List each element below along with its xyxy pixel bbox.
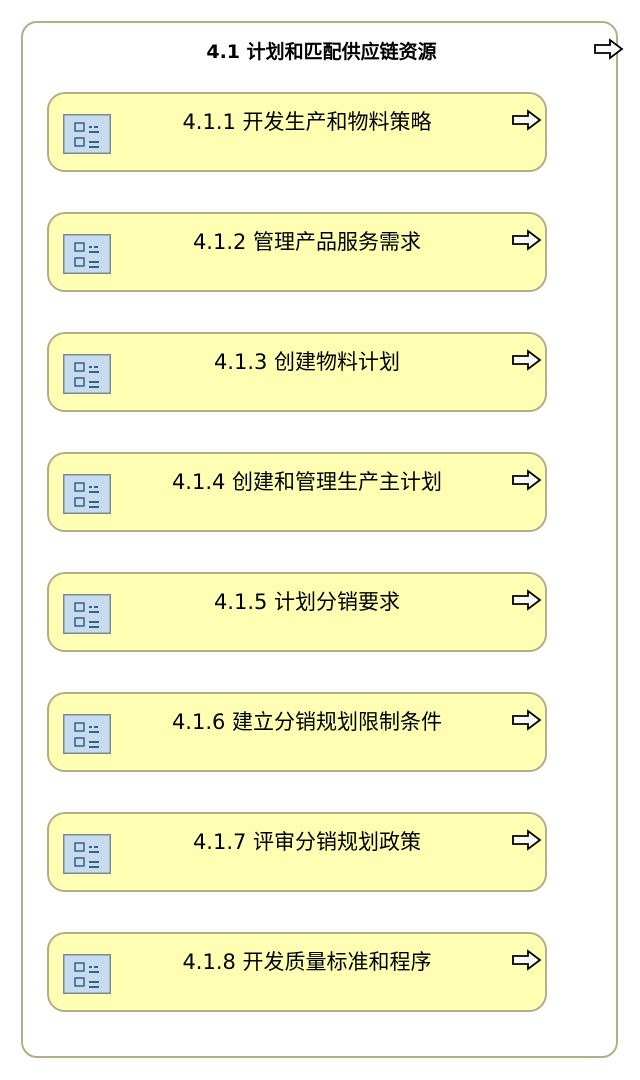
hollow-right-arrow-icon[interactable] [511, 349, 543, 371]
process-item[interactable]: 4.1.3 创建物料计划 [47, 332, 547, 412]
process-item-label: 4.1.2 管理产品服务需求 [192, 230, 422, 254]
hollow-right-arrow-icon[interactable] [511, 469, 543, 491]
process-list-icon [63, 594, 111, 634]
hollow-right-arrow-icon[interactable] [511, 589, 543, 611]
hollow-right-arrow-icon[interactable] [511, 109, 543, 131]
process-item-label: 4.1.4 创建和管理生产主计划 [171, 470, 443, 494]
process-item[interactable]: 4.1.1 开发生产和物料策略 [47, 92, 547, 172]
process-item-label: 4.1.5 计划分销要求 [213, 590, 401, 614]
process-item[interactable]: 4.1.8 开发质量标准和程序 [47, 932, 547, 1012]
process-group-container: 4.1 计划和匹配供应链资源 [21, 21, 624, 1058]
process-group-title: 4.1 计划和匹配供应链资源 [206, 41, 437, 63]
hollow-right-arrow-icon[interactable] [593, 38, 625, 60]
process-item[interactable]: 4.1.7 评审分销规划政策 [47, 812, 547, 892]
process-item[interactable]: 4.1.5 计划分销要求 [47, 572, 547, 652]
hollow-right-arrow-icon[interactable] [511, 229, 543, 251]
process-list-icon [63, 834, 111, 874]
process-item-label: 4.1.6 建立分销规划限制条件 [171, 710, 443, 734]
process-list-icon [63, 714, 111, 754]
process-list-icon [63, 354, 111, 394]
process-list-icon [63, 954, 111, 994]
hollow-right-arrow-icon[interactable] [511, 709, 543, 731]
hollow-right-arrow-icon[interactable] [511, 829, 543, 851]
process-item[interactable]: 4.1.4 创建和管理生产主计划 [47, 452, 547, 532]
process-item-label: 4.1.1 开发生产和物料策略 [182, 110, 432, 134]
process-list-icon [63, 474, 111, 514]
process-item-label: 4.1.3 创建物料计划 [213, 350, 401, 374]
hollow-right-arrow-icon[interactable] [511, 949, 543, 971]
process-item-label: 4.1.8 开发质量标准和程序 [182, 950, 432, 974]
process-list-icon [63, 114, 111, 154]
process-list-icon [63, 234, 111, 274]
process-item[interactable]: 4.1.6 建立分销规划限制条件 [47, 692, 547, 772]
process-item-label: 4.1.7 评审分销规划政策 [192, 830, 422, 854]
process-item[interactable]: 4.1.2 管理产品服务需求 [47, 212, 547, 292]
